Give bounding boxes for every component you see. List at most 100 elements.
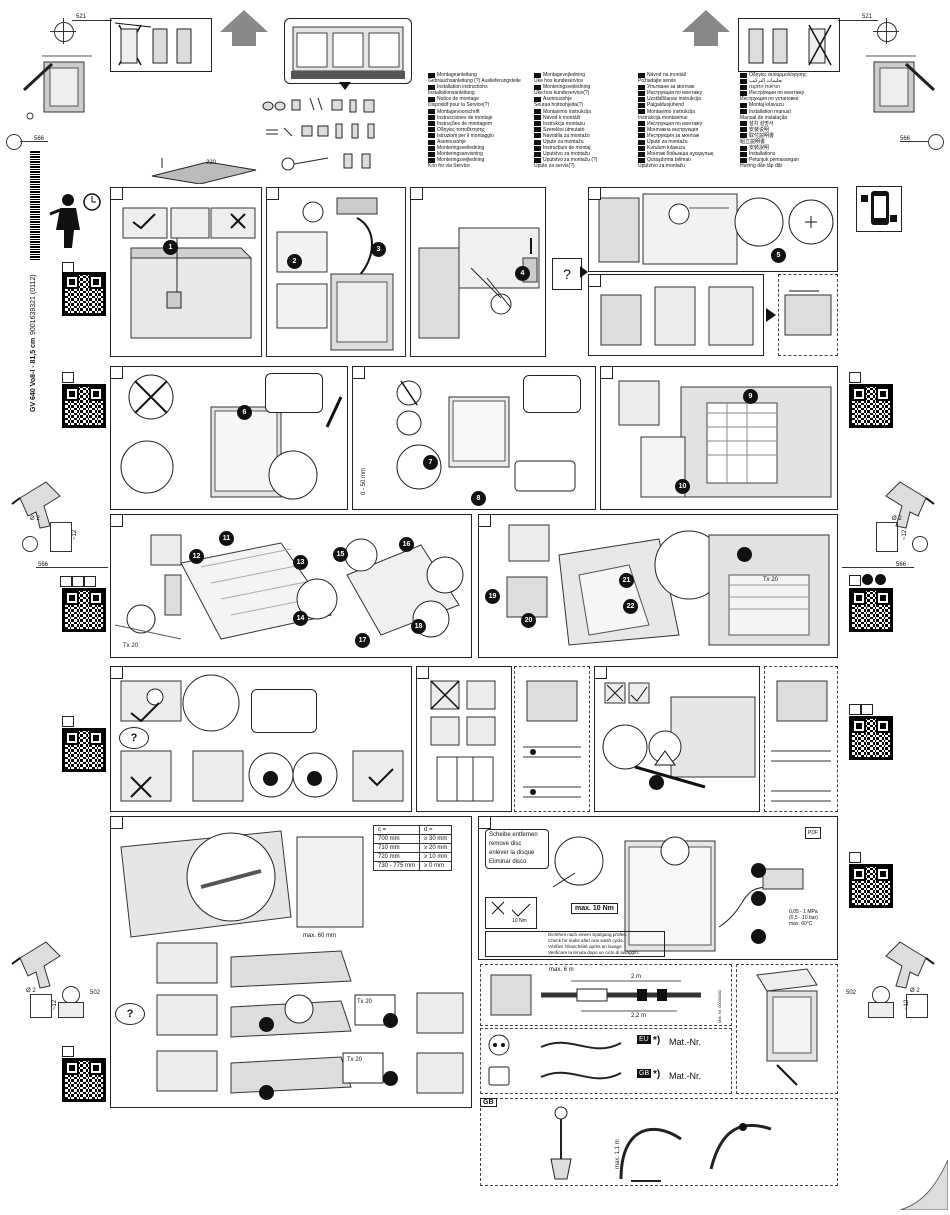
dimension-label-566-mid-left: 566 [38, 562, 49, 568]
torque-max: max. 10 Nm [571, 903, 618, 914]
lang-item-15: Monteringsvejledning [428, 157, 532, 163]
dimension-label-502-left: 502 [90, 990, 101, 996]
qr-code-7[interactable] [849, 716, 893, 760]
step-panel-3: 4 [410, 187, 546, 357]
step-panel-4: 5 [588, 187, 838, 272]
dimension-label-521-left: 521 [76, 14, 87, 20]
step-number-badge: 21 [619, 573, 634, 588]
qr-code-6[interactable] [62, 728, 106, 772]
lang-item-5: Notice de montage [428, 96, 532, 102]
step-number-badge: 6 [237, 405, 252, 420]
step-number-badge: 9 [743, 389, 758, 404]
dimension-label-502-right: 502 [846, 990, 857, 996]
registration-mark-566-left [6, 134, 22, 150]
do-not-install-illustration-right [738, 18, 840, 72]
step-number-badge: 2 [287, 254, 302, 269]
dimension-line-521-left [72, 20, 112, 21]
step-number-badge: 18 [411, 619, 426, 634]
lang-item-12: Asennusohje [428, 139, 532, 145]
registration-mark-mid-left [22, 536, 38, 552]
depth-label: max. 60 mm [303, 933, 337, 939]
disc-notice: Scheibe entfernen remove disc enlever la… [485, 829, 549, 869]
question-label-14: ? [126, 1008, 134, 1020]
table-row: 700 mm≥ 30 mm [372, 834, 453, 844]
cabinet-measure-sketch-right [846, 50, 936, 120]
side-install-panel [736, 964, 838, 1094]
lang-item-16: Kon for via Service [428, 163, 470, 170]
question-label-11: ? [130, 732, 138, 744]
table-row: 710 mm≥ 20 mm [372, 843, 453, 853]
panel-number-box [110, 514, 123, 527]
hose-mat-label: Mat. Nr. 00000000 [717, 990, 722, 1023]
qr-code-4[interactable] [62, 588, 106, 632]
lang-item-6: Dispositif pour la Service(?) [428, 102, 490, 109]
hose-length-2: 2,2 m [631, 1013, 647, 1019]
step-panel-12 [416, 666, 512, 812]
qr-code-9[interactable] [62, 1058, 106, 1102]
step-number-badge [263, 771, 278, 786]
page-curl [899, 1159, 949, 1211]
installer-person-icon [46, 190, 106, 250]
dimension-label-566-left: 566 [34, 136, 45, 142]
drill-depth-right: ~12 [902, 529, 908, 540]
step-panel-7: 0 - 50 mm 7 8 [352, 366, 596, 510]
step-number-badge: 4 [515, 266, 530, 281]
dimension-line-521-right [838, 20, 878, 21]
step-number-badge [649, 775, 664, 790]
qr-tags-7 [849, 704, 879, 715]
panel-number-box [416, 666, 429, 679]
step-panel-8: 9 10 [600, 366, 838, 510]
step-number-badge: 8 [471, 491, 486, 506]
registration-mark-top-left [54, 22, 74, 42]
star-label-2: *) [653, 1069, 661, 1080]
step-panel-13 [594, 666, 760, 812]
qr-code-8[interactable] [849, 864, 893, 908]
drill-diameter-right: Ø 2 [892, 516, 902, 522]
question-box: ? [552, 258, 582, 290]
panel-number-box [110, 666, 123, 679]
step-number-badge [751, 891, 766, 906]
drill-diameter-bottom-right: Ø 2 [910, 988, 920, 994]
do-not-install-illustration-left [110, 18, 212, 72]
lang-item-8: Instrucciones de montaje [428, 115, 532, 121]
lang-item-10: Οδηγίες τοποθέτησης [428, 127, 532, 133]
qr-tag-9 [62, 1046, 74, 1057]
hose-max-label: max. 6 m [549, 967, 574, 973]
step-panel-14: c =d = 700 mm≥ 30 mm 710 mm≥ 20 mm 720 m… [110, 816, 472, 1108]
hose-panel: max. 6 m 2 m 2,2 m Mat. Nr. 00000000 [480, 964, 732, 1026]
step-number-badge: 12 [189, 549, 204, 564]
clearance-table: c =d = 700 mm≥ 30 mm 710 mm≥ 20 mm 720 m… [372, 825, 453, 871]
gb-panel: GB max. 1,1 m [480, 1098, 838, 1186]
dimension-label-566-right: 566 [900, 136, 911, 142]
panel-number-box [110, 187, 123, 200]
mat-nr-2: Mat.-Nr. [669, 1071, 702, 1081]
step-number-badge: 1 [163, 240, 178, 255]
qr-tag-6 [62, 716, 74, 727]
arrow-up-icon-left [220, 10, 268, 32]
barcode [30, 150, 40, 260]
qr-code-1[interactable] [62, 272, 106, 316]
step-panel-13b [764, 666, 838, 812]
step-panel-15: Scheibe entfernen remove disc enlever la… [478, 816, 838, 960]
panel-number-box [110, 816, 123, 829]
drill-icon-bottom-left [10, 936, 70, 992]
step-number-badge: 16 [399, 537, 414, 552]
lang-item-1: Montageanleitung [428, 72, 532, 78]
table-row: 720 mm≥ 10 mm [372, 852, 453, 862]
drill-diameter-left: Ø 2 [30, 516, 40, 522]
lang-item-3: Installation instructions [428, 84, 532, 90]
step-number-badge: 11 [219, 531, 234, 546]
pressure-spec: 0,05 - 1 MPa(0,5 - 10 bar)max. 60°C [789, 909, 818, 927]
qr-code-5[interactable] [849, 588, 893, 632]
qr-code-3[interactable] [849, 384, 893, 428]
panel-number-box [588, 274, 601, 287]
qr-tag-8 [849, 852, 861, 863]
qr-code-2[interactable] [62, 384, 106, 428]
language-column-2: Montagevejledning Uke hos kundeservice M… [534, 72, 598, 170]
arrow-down-icon [339, 82, 351, 90]
step-number-badge: 17 [355, 633, 370, 648]
qr-tags-5 [849, 574, 889, 586]
gap-label: 0 - 50 mm [361, 467, 367, 495]
step-number-badge [383, 1071, 398, 1086]
arrow-up-icon-right [682, 10, 730, 32]
